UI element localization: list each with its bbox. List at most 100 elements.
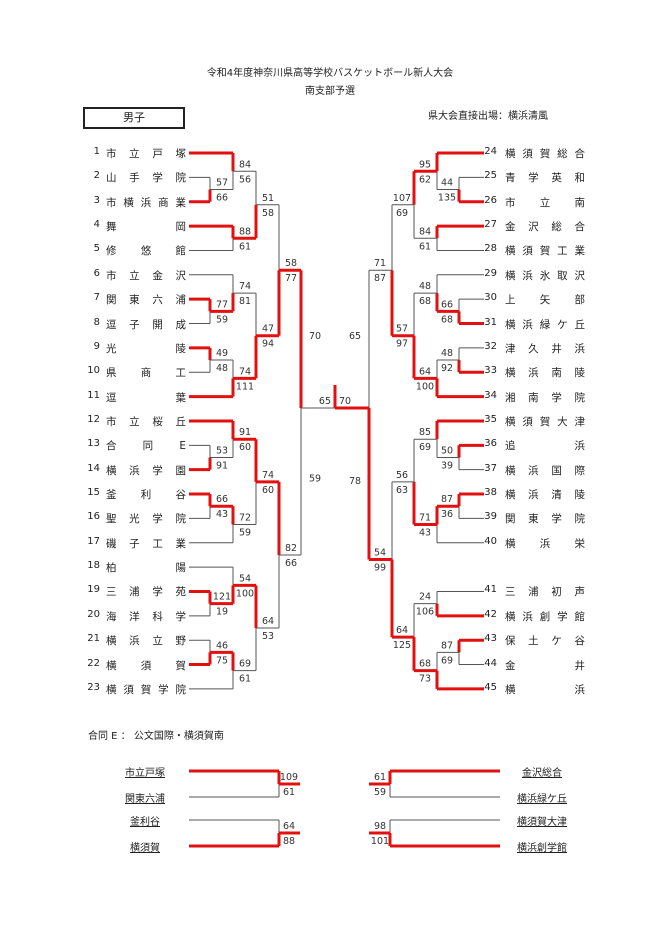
team-name: 横浜学園 bbox=[106, 464, 186, 477]
score: 59 bbox=[374, 787, 386, 798]
team-number: 40 bbox=[484, 535, 497, 547]
team-name: 津久井浜 bbox=[505, 342, 585, 355]
team-name: 横須賀総合 bbox=[505, 148, 585, 160]
team-name: 舞岡 bbox=[106, 221, 186, 234]
score: 69 bbox=[396, 208, 408, 219]
team-number: 23 bbox=[87, 681, 100, 693]
team-name: 三浦初声 bbox=[505, 586, 585, 599]
team-number: 30 bbox=[484, 292, 497, 304]
score: 66 bbox=[216, 193, 228, 204]
score: 74 bbox=[262, 470, 274, 481]
team-name: 横須賀学院 bbox=[106, 683, 186, 696]
team-name: 保土ケ谷 bbox=[505, 635, 585, 648]
score: 59 bbox=[216, 314, 228, 325]
team-name: 釜利谷 bbox=[106, 489, 186, 502]
team-number: 31 bbox=[484, 316, 497, 328]
team-number: 24 bbox=[484, 146, 497, 157]
score: 50 bbox=[441, 446, 453, 457]
extra-match-team: 釜利谷 bbox=[130, 817, 160, 828]
score: 82 bbox=[285, 543, 297, 554]
team-number: 17 bbox=[87, 535, 100, 547]
team-number: 8 bbox=[93, 316, 100, 328]
team-number: 7 bbox=[93, 292, 100, 304]
team-number: 11 bbox=[87, 389, 100, 401]
team-number: 13 bbox=[87, 438, 100, 450]
score: 85 bbox=[419, 427, 431, 438]
team-number: 42 bbox=[484, 608, 497, 620]
score: 94 bbox=[262, 339, 274, 350]
team-name: 海洋科学 bbox=[106, 610, 186, 623]
team-number: 20 bbox=[87, 608, 100, 620]
team-number: 27 bbox=[484, 219, 497, 231]
score: 100 bbox=[416, 381, 434, 392]
team-number: 33 bbox=[484, 365, 497, 377]
score: 87 bbox=[374, 273, 386, 284]
score: 47 bbox=[262, 324, 274, 335]
team-name: 横須賀 bbox=[106, 659, 186, 672]
final-score-right: 70 bbox=[339, 396, 351, 407]
score: 59 bbox=[239, 527, 251, 538]
score: 36 bbox=[441, 509, 453, 520]
team-name: 三浦学苑 bbox=[106, 586, 186, 599]
score: 95 bbox=[419, 159, 431, 170]
score: 74 bbox=[239, 366, 251, 377]
team-number: 12 bbox=[87, 413, 100, 425]
team-name: 関東六浦 bbox=[106, 294, 186, 307]
score: 46 bbox=[216, 640, 228, 651]
score: 100 bbox=[236, 588, 254, 599]
category-label: 男子 bbox=[83, 107, 185, 129]
score: 91 bbox=[239, 427, 251, 438]
score: 24 bbox=[419, 592, 431, 603]
score: 73 bbox=[419, 674, 431, 685]
joint-team-note: 合同 E ： 公文国際・横須賀南 bbox=[88, 731, 224, 742]
score: 58 bbox=[285, 258, 297, 269]
team-number: 38 bbox=[484, 487, 497, 499]
score: 62 bbox=[419, 174, 431, 185]
score: 107 bbox=[393, 193, 411, 204]
score: 48 bbox=[441, 348, 453, 359]
team-number: 19 bbox=[87, 584, 100, 596]
extra-match-team: 関東六浦 bbox=[125, 794, 165, 805]
extra-match-team: 横須賀大津 bbox=[517, 817, 567, 828]
score: 70 bbox=[309, 331, 321, 342]
score: 135 bbox=[438, 193, 456, 204]
score: 66 bbox=[216, 494, 228, 505]
score: 44 bbox=[441, 178, 453, 189]
team-number: 35 bbox=[484, 413, 497, 425]
score: 121 bbox=[213, 592, 231, 603]
team-name: 山手学院 bbox=[106, 172, 186, 185]
score: 125 bbox=[393, 640, 411, 651]
team-name: 合同E bbox=[106, 440, 186, 453]
score: 68 bbox=[419, 296, 431, 307]
score: 66 bbox=[285, 558, 297, 569]
score: 61 bbox=[239, 674, 251, 685]
team-number: 37 bbox=[484, 462, 497, 474]
team-name: 柏陽 bbox=[106, 562, 186, 575]
team-name: 聖光学院 bbox=[106, 513, 186, 526]
team-number: 14 bbox=[87, 462, 100, 474]
team-name: 修悠館 bbox=[106, 245, 186, 258]
team-name: 関東学院 bbox=[505, 513, 585, 526]
score: 61 bbox=[419, 241, 431, 252]
score: 19 bbox=[216, 607, 228, 618]
score: 58 bbox=[262, 208, 274, 219]
team-name: 県商工 bbox=[106, 367, 186, 380]
final-score-left: 65 bbox=[319, 396, 331, 407]
score: 98 bbox=[374, 821, 386, 832]
team-name: 金井 bbox=[505, 659, 585, 672]
document-title: 令和4年度神奈川県高等学校バスケットボール新人大会 bbox=[206, 68, 454, 79]
score: 106 bbox=[416, 607, 434, 618]
team-number: 18 bbox=[87, 560, 100, 572]
score: 68 bbox=[441, 314, 453, 325]
team-number: 4 bbox=[93, 219, 100, 231]
score: 56 bbox=[396, 470, 408, 481]
team-number: 39 bbox=[484, 511, 497, 523]
team-number: 1 bbox=[93, 146, 100, 157]
score: 64 bbox=[262, 616, 274, 627]
team-number: 16 bbox=[87, 511, 100, 523]
score: 77 bbox=[285, 273, 297, 284]
team-number: 29 bbox=[484, 267, 497, 279]
team-name: 横浜立野 bbox=[106, 635, 186, 648]
team-name: 横須賀工業 bbox=[505, 245, 585, 258]
